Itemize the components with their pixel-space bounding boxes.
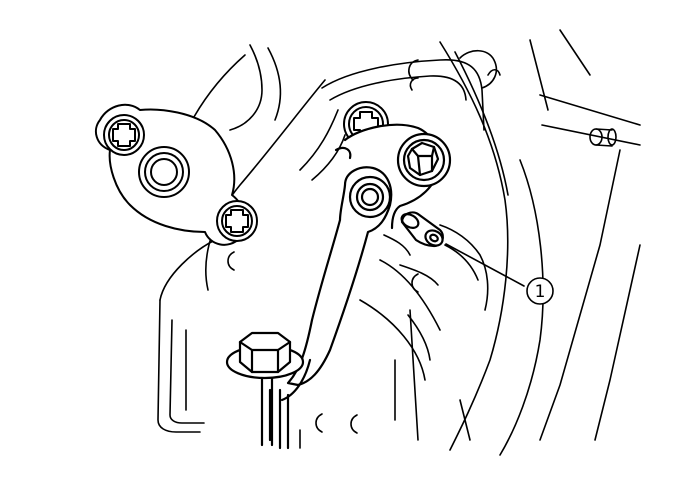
crankcase-outline [157, 29, 641, 456]
callout-1: 1 [445, 243, 554, 305]
pivot-nut [396, 132, 452, 188]
callout-leader-line [445, 243, 525, 287]
flange-bolt [225, 331, 305, 447]
callout-label: 1 [535, 282, 546, 302]
screw-upper-left [103, 114, 145, 156]
shift-pin [400, 211, 444, 248]
callout-circle [526, 277, 554, 305]
screw-lower-right [216, 200, 258, 242]
